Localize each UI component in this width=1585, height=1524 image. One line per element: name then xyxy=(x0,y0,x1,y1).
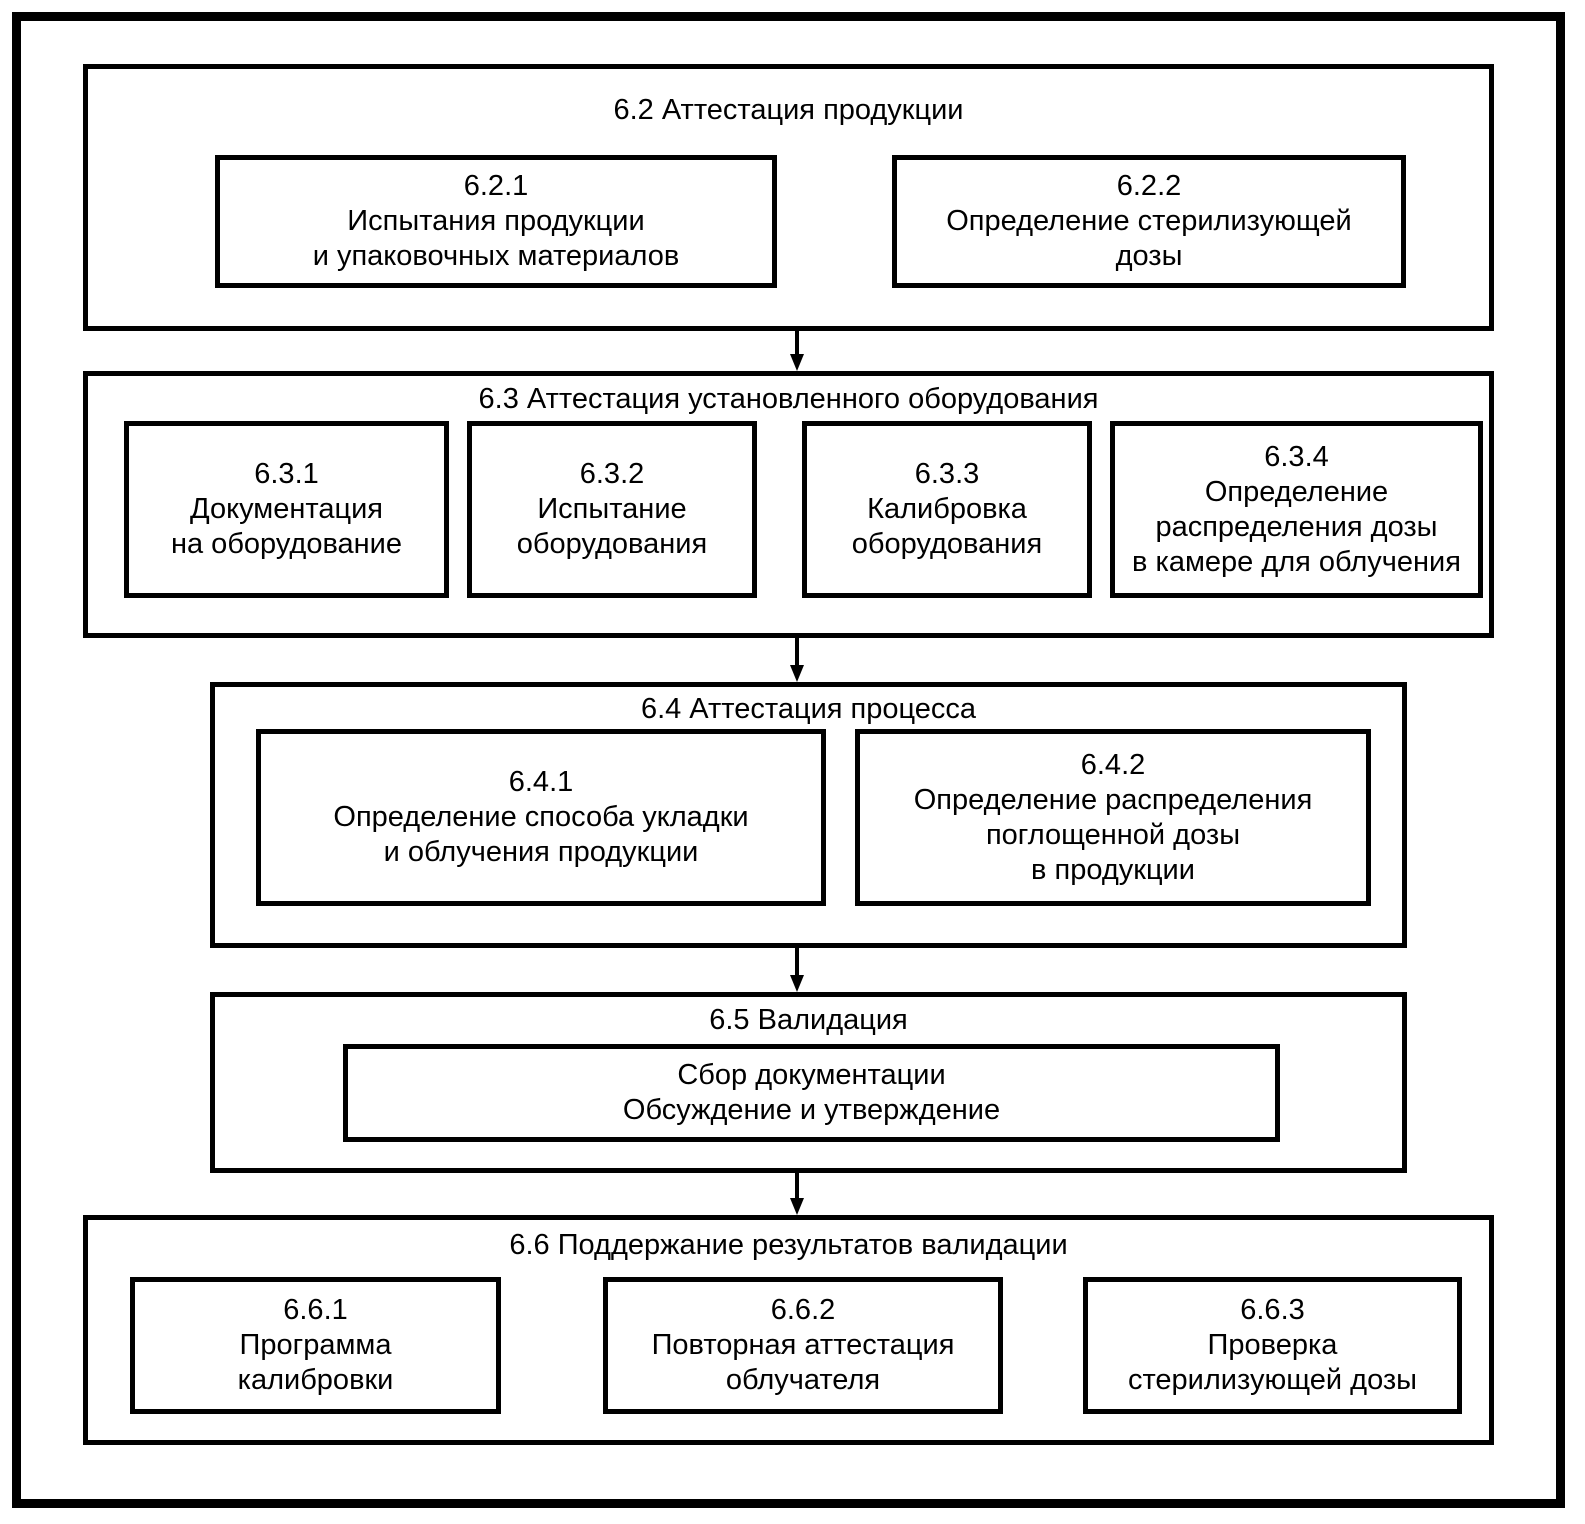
box-number: 6.6.1 xyxy=(283,1294,348,1326)
box-number: 6.2.1 xyxy=(463,170,529,202)
box-6-3-2: 6.3.2 Испытание оборудования xyxy=(467,421,757,598)
box-number: 6.6.2 xyxy=(770,1294,836,1326)
box-6-2-2: 6.2.2 Определение стерилизующей дозы xyxy=(892,155,1406,288)
section-6-4: 6.4 Аттестация процесса 6.4.1 Определени… xyxy=(210,682,1407,948)
box-line: Определение xyxy=(1204,475,1389,508)
box-line: оборудования xyxy=(516,528,708,560)
section-6-6-title: 6.6 Поддержание результатов валидации xyxy=(509,1229,1068,1261)
box-number: 6.2.2 xyxy=(1116,170,1182,202)
box-6-6-2: 6.6.2 Повторная аттестация облучателя xyxy=(603,1277,1003,1414)
box-line: Повторная аттестация xyxy=(651,1329,955,1361)
box-line: Испытания продукции xyxy=(347,205,645,237)
arrow-6-3-to-6-4 xyxy=(790,638,804,682)
box-number: 6.6.3 xyxy=(1240,1294,1305,1326)
box-line: Определение распределения xyxy=(913,783,1313,816)
box-line: в камере для облучения xyxy=(1132,545,1461,578)
box-number: 6.3.2 xyxy=(579,458,645,490)
box-line: и облучения продукции xyxy=(383,836,699,868)
arrow-6-2-to-6-3 xyxy=(790,331,804,371)
box-line: Сбор документации xyxy=(677,1059,946,1091)
section-6-3: 6.3 Аттестация установленного оборудован… xyxy=(83,371,1494,638)
box-line: калибровки xyxy=(237,1364,394,1396)
box-6-3-4: 6.3.4 Определение распределения дозы в к… xyxy=(1110,421,1483,598)
box-line: Определение способа укладки xyxy=(333,801,749,833)
box-number: 6.3.3 xyxy=(914,458,980,490)
box-6-4-1: 6.4.1 Определение способа укладки и облу… xyxy=(256,729,826,906)
box-6-3-3: 6.3.3 Калибровка оборудования xyxy=(802,421,1092,598)
box-6-5-content: Сбор документации Обсуждение и утвержден… xyxy=(343,1044,1280,1142)
box-line: на оборудование xyxy=(170,528,402,560)
box-6-6-1: 6.6.1 Программа калибровки xyxy=(130,1277,501,1414)
box-line: и упаковочных материалов xyxy=(312,240,680,272)
box-number: 6.3.1 xyxy=(254,458,319,490)
box-line: дозы xyxy=(1115,240,1183,272)
outer-frame xyxy=(12,12,1565,1508)
box-line: Калибровка xyxy=(867,493,1027,525)
box-line: распределения дозы xyxy=(1155,510,1438,543)
box-line: стерилизующей дозы xyxy=(1127,1364,1418,1396)
box-line: Программа xyxy=(239,1329,392,1361)
box-6-4-2: 6.4.2 Определение распределения поглощен… xyxy=(855,729,1371,906)
box-number: 6.3.4 xyxy=(1264,440,1329,473)
box-line: оборудования xyxy=(851,528,1043,560)
box-6-3-1: 6.3.1 Документация на оборудование xyxy=(124,421,449,598)
section-6-2: 6.2 Аттестация продукции 6.2.1 Испытания… xyxy=(83,64,1494,331)
section-6-3-title: 6.3 Аттестация установленного оборудован… xyxy=(478,383,1099,415)
box-line: поглощенной дозы xyxy=(985,818,1241,851)
section-6-4-title: 6.4 Аттестация процесса xyxy=(640,693,977,725)
section-6-5-title: 6.5 Валидация xyxy=(709,1004,908,1036)
section-6-6: 6.6 Поддержание результатов валидации 6.… xyxy=(83,1215,1494,1445)
box-number: 6.4.2 xyxy=(1080,748,1146,781)
box-line: Проверка xyxy=(1207,1329,1338,1361)
arrow-6-4-to-6-5 xyxy=(790,948,804,992)
box-line: Определение стерилизующей xyxy=(946,205,1352,237)
box-line: Обсуждение и утверждение xyxy=(622,1094,1001,1126)
section-6-2-title: 6.2 Аттестация продукции xyxy=(613,94,964,126)
section-6-5: 6.5 Валидация Сбор документации Обсужден… xyxy=(210,992,1407,1173)
box-number: 6.4.1 xyxy=(508,766,574,798)
box-6-6-3: 6.6.3 Проверка стерилизующей дозы xyxy=(1083,1277,1462,1414)
box-line: Документация xyxy=(190,493,383,525)
box-6-2-1: 6.2.1 Испытания продукции и упаковочных … xyxy=(215,155,777,288)
arrow-6-5-to-6-6 xyxy=(790,1173,804,1215)
box-line: облучателя xyxy=(725,1364,881,1396)
box-line: Испытание xyxy=(537,493,687,525)
box-line: в продукции xyxy=(1031,853,1195,886)
